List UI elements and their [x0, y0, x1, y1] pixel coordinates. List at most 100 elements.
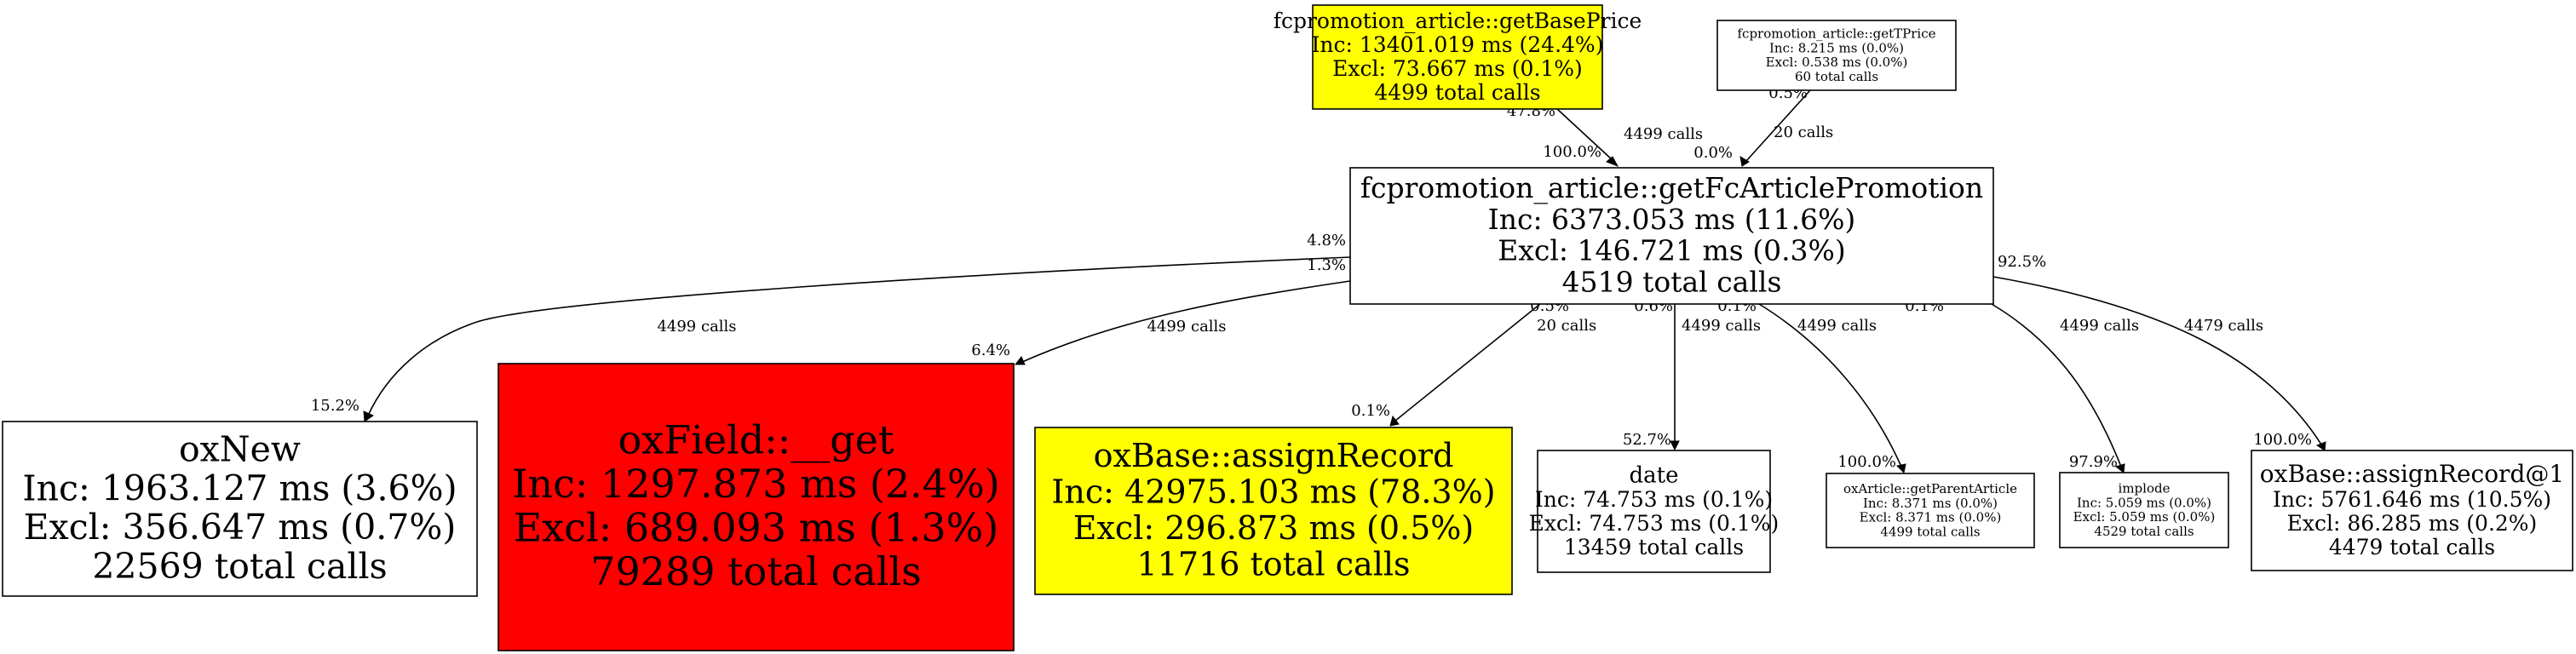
- node-box: [1716, 20, 1957, 91]
- node-exclusive-time: Excl: 8.371 ms (0.0%): [1860, 510, 2002, 525]
- node-box: [1312, 4, 1603, 110]
- node-exclusive-time: Excl: 146.721 ms (0.3%): [1498, 234, 1846, 267]
- node-title: fcpromotion_article::getFcArticlePromoti…: [1360, 171, 1983, 205]
- edge-calls-label: 20 calls: [1774, 123, 1833, 141]
- edge-head-percent: 100.0%: [1543, 143, 1601, 161]
- node-total-calls: 11716 total calls: [1136, 546, 1410, 583]
- arrow-head: [1895, 463, 1906, 474]
- node-inclusive-time: Inc: 5.059 ms (0.0%): [2077, 495, 2211, 510]
- node-total-calls: 4499 total calls: [1374, 80, 1540, 105]
- node-title: oxBase::assignRecord: [1094, 437, 1454, 474]
- node-total-calls: 60 total calls: [1795, 69, 1878, 84]
- node-title: implode: [2119, 480, 2171, 496]
- edge-tail-percent: 92.5%: [1998, 253, 2046, 271]
- node-total-calls: 4479 total calls: [2329, 535, 2495, 559]
- node-inclusive-time: Inc: 42975.103 ms (78.3%): [1051, 473, 1495, 511]
- node-title: oxNew: [179, 428, 301, 469]
- node-title: fcpromotion_article::getTPrice: [1738, 26, 1936, 41]
- edge-calls-label: 4499 calls: [657, 318, 736, 336]
- edge-head-percent: 100.0%: [2253, 431, 2312, 449]
- node-exclusive-time: Excl: 689.093 ms (1.3%): [514, 505, 999, 551]
- node-exclusive-time: Excl: 73.667 ms (0.1%): [1332, 56, 1583, 81]
- edge-head-percent: 15.2%: [311, 397, 359, 415]
- node-exclusive-time: Excl: 0.538 ms (0.0%): [1766, 54, 1908, 70]
- node-box: [2059, 472, 2229, 548]
- edge-head-percent: 0.0%: [1693, 144, 1733, 162]
- edge-getFcArticlePromotion-to-oxNew: 4499 calls 4.8% 15.2%: [311, 232, 1351, 422]
- edge-getFcArticlePromotion-to-assignRecord1: 4479 calls 92.5% 100.0%: [1992, 253, 2326, 451]
- node-title: date: [1630, 463, 1679, 489]
- node-title: fcpromotion_article::getBasePrice: [1274, 9, 1642, 33]
- edge-line: [1394, 303, 1541, 422]
- edge-tail-percent: 4.8%: [1307, 232, 1346, 250]
- arrow-head: [1739, 156, 1750, 167]
- node-exclusive-time: Excl: 5.059 ms (0.0%): [2073, 509, 2216, 525]
- node-inclusive-time: Inc: 5761.646 ms (10.5%): [2273, 487, 2551, 512]
- edge-head-percent: 97.9%: [2069, 453, 2118, 471]
- edge-calls-label: 4499 calls: [1797, 317, 1877, 335]
- edge-line: [1021, 280, 1351, 363]
- edge-head-percent: 52.7%: [1623, 431, 1671, 449]
- arrow-head: [1389, 415, 1400, 427]
- node-title: oxArticle::getParentArticle: [1843, 481, 2017, 496]
- edge-line: [1991, 303, 2122, 468]
- node-box: [1349, 167, 1994, 305]
- node-exclusive-time: Excl: 86.285 ms (0.2%): [2287, 511, 2538, 536]
- node-exclusive-time: Excl: 296.873 ms (0.5%): [1073, 509, 1475, 547]
- arrow-head: [1670, 440, 1680, 451]
- node-inclusive-time: Inc: 13401.019 ms (24.4%): [1312, 32, 1604, 57]
- edge-line: [1745, 89, 1811, 162]
- node-box: [1034, 427, 1513, 595]
- edge-line: [1556, 108, 1614, 162]
- edge-calls-label: 20 calls: [1537, 317, 1596, 335]
- arrow-head: [2315, 441, 2326, 451]
- edge-head-percent: 6.4%: [971, 341, 1010, 359]
- edge-calls-label: 4499 calls: [1682, 317, 1761, 335]
- edge-calls-label: 4479 calls: [2184, 317, 2263, 335]
- edge-line: [1992, 276, 2322, 445]
- node-title: oxField::__get: [618, 416, 894, 462]
- node-getFcArticlePromotion[interactable]: fcpromotion_article::getFcArticlePromoti…: [1349, 167, 1994, 305]
- edge-getFcArticlePromotion-to-oxFieldGet: 4499 calls 1.3% 6.4%: [971, 256, 1351, 365]
- node-total-calls: 22569 total calls: [92, 546, 387, 587]
- node-inclusive-time: Inc: 6373.053 ms (11.6%): [1488, 203, 1856, 236]
- edge-calls-label: 4499 calls: [1147, 318, 1226, 336]
- node-inclusive-time: Inc: 74.753 ms (0.1%): [1535, 487, 1773, 512]
- node-inclusive-time: Inc: 1963.127 ms (3.6%): [22, 468, 457, 508]
- edge-line: [367, 256, 1351, 416]
- node-total-calls: 4519 total calls: [1562, 266, 1782, 299]
- arrow-head: [2114, 463, 2125, 473]
- arrow-head: [363, 410, 375, 422]
- edge-tail-percent: 1.3%: [1307, 256, 1346, 274]
- arrow-head: [1014, 356, 1026, 365]
- node-total-calls: 4529 total calls: [2094, 524, 2194, 539]
- node-total-calls: 13459 total calls: [1564, 535, 1744, 559]
- arrow-head: [1606, 156, 1619, 167]
- edge-head-percent: 0.1%: [1351, 402, 1390, 420]
- node-title: oxBase::assignRecord@1: [2260, 460, 2564, 488]
- edge-head-percent: 100.0%: [1837, 453, 1896, 471]
- node-box: [1537, 450, 1771, 573]
- node-box: [497, 363, 1015, 651]
- node-box: [2, 421, 478, 597]
- edge-calls-label: 4499 calls: [2060, 317, 2139, 335]
- node-inclusive-time: Inc: 1297.873 ms (2.4%): [512, 461, 999, 507]
- edge-line: [1758, 303, 1902, 468]
- edge-calls-label: 4499 calls: [1624, 125, 1703, 143]
